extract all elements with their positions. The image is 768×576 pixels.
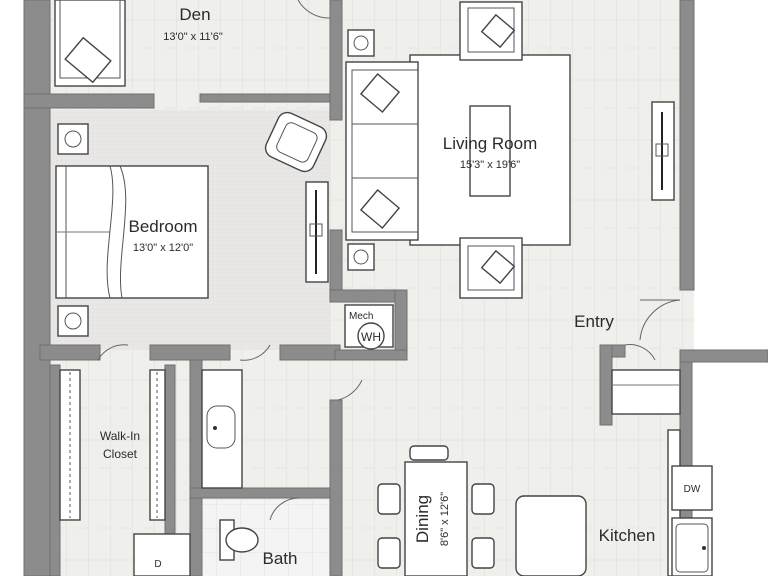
bath-label: Bath — [263, 549, 298, 568]
den-pillow — [64, 36, 112, 84]
living-room-dimensions: 15'3" x 19'6" — [460, 159, 520, 171]
water-heater-label: WH — [361, 330, 381, 344]
kitchen-area: DW Kitchen — [515, 429, 713, 576]
armchair-top — [459, 1, 523, 61]
side-table-top — [347, 29, 375, 57]
bedroom-door-left — [97, 344, 129, 361]
toilet — [219, 519, 259, 561]
nightstand-bottom — [57, 305, 89, 337]
dryer: D — [133, 533, 191, 576]
closet-label-line2: Closet — [103, 447, 138, 461]
living-room-label: Living Room — [443, 134, 538, 153]
dining-table — [404, 461, 468, 576]
closet-label-line1: Walk-In — [100, 429, 140, 443]
dining-label: Dining — [413, 495, 432, 543]
dining-dimensions: 8'6" x 12'6" — [439, 492, 451, 546]
nightstand-top — [57, 123, 89, 155]
tv-console — [651, 101, 675, 201]
den-dimensions: 13'0" x 11'6" — [163, 31, 223, 43]
dresser — [305, 181, 329, 283]
den-area: Den 13'0" x 11'6" — [54, 0, 331, 87]
dishwasher: DW — [671, 465, 713, 511]
dining-chairs — [377, 445, 495, 569]
bath-door — [337, 379, 363, 401]
bath-area: Bath — [201, 369, 363, 568]
walk-in-closet: Walk-In Closet — [59, 369, 166, 521]
vanity — [201, 369, 243, 489]
living-room-area: Living Room 15'3" x 19'6" — [345, 1, 675, 299]
walls — [23, 0, 768, 576]
dryer-label: D — [154, 559, 161, 570]
side-table-bottom — [347, 243, 375, 271]
den-label: Den — [179, 5, 210, 24]
bedroom-door-right — [239, 344, 271, 361]
bedroom-chair — [264, 111, 328, 173]
entry-door — [639, 299, 681, 341]
mech-label: Mech — [349, 311, 373, 322]
bedroom-area: Bedroom 13'0" x 12'0" — [55, 111, 329, 361]
mech-closet: Mech WH — [344, 304, 394, 350]
kitchen-label: Kitchen — [599, 526, 656, 545]
dishwasher-label: DW — [684, 484, 701, 495]
entry-area: Entry — [574, 299, 681, 415]
armchair-bottom — [459, 237, 523, 299]
bedroom-label: Bedroom — [129, 217, 198, 236]
bedroom-dimensions: 13'0" x 12'0" — [133, 242, 193, 254]
entry-label: Entry — [574, 312, 614, 331]
den-door-swing — [297, 0, 331, 19]
kitchen-sink — [671, 517, 713, 576]
entry-cabinet — [611, 369, 681, 415]
water-heater — [357, 322, 385, 350]
coffee-table — [469, 105, 511, 197]
dining-area: Dining 8'6" x 12'6" — [377, 445, 495, 576]
kitchen-island — [515, 495, 587, 576]
